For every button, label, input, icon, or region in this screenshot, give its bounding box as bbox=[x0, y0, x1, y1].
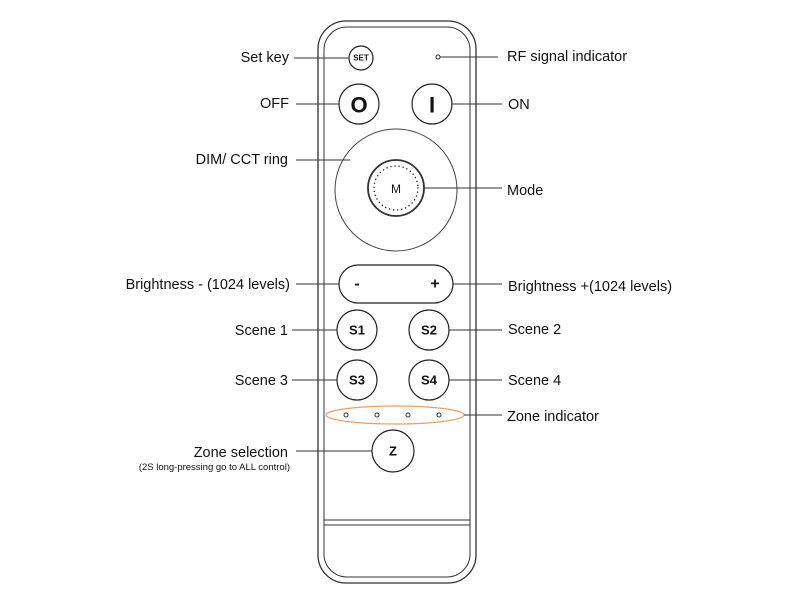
label-on: ON bbox=[508, 97, 530, 113]
label-set-key: Set key bbox=[241, 50, 290, 66]
label-rf-signal: RF signal indicator bbox=[507, 49, 627, 65]
svg-text:SET: SET bbox=[353, 54, 369, 63]
svg-text:Z: Z bbox=[389, 444, 397, 459]
zone-select-button[interactable]: Z bbox=[371, 429, 415, 473]
scene4-button[interactable]: S4 bbox=[408, 359, 450, 401]
on-button[interactable]: I bbox=[411, 83, 453, 125]
off-button[interactable]: O bbox=[338, 83, 380, 125]
zone-led-2 bbox=[374, 412, 380, 418]
svg-text:I: I bbox=[429, 93, 435, 118]
svg-text:S1: S1 bbox=[349, 323, 365, 338]
zone-led-4 bbox=[436, 412, 442, 418]
label-dim-cct: DIM/ CCT ring bbox=[196, 152, 288, 168]
scene2-button[interactable]: S2 bbox=[408, 309, 450, 351]
scene3-button[interactable]: S3 bbox=[336, 359, 378, 401]
svg-text:M: M bbox=[391, 182, 401, 196]
label-scene4: Scene 4 bbox=[508, 373, 561, 389]
svg-text:S3: S3 bbox=[349, 373, 365, 388]
zone-led-1 bbox=[343, 412, 349, 418]
label-zone-selection: Zone selection bbox=[194, 445, 288, 461]
svg-text:S4: S4 bbox=[421, 373, 438, 388]
scene1-button[interactable]: S1 bbox=[336, 309, 378, 351]
set-button[interactable]: SET bbox=[348, 45, 374, 71]
rf-signal-indicator-led bbox=[435, 54, 441, 60]
zone-led-3 bbox=[405, 412, 411, 418]
brightness-rocker[interactable]: - + bbox=[338, 264, 454, 304]
label-off: OFF bbox=[260, 96, 289, 112]
label-brightness-plus: Brightness +(1024 levels) bbox=[508, 279, 672, 295]
brightness-plus-button[interactable]: + bbox=[430, 276, 439, 293]
label-brightness-minus: Brightness - (1024 levels) bbox=[126, 277, 290, 293]
svg-text:O: O bbox=[350, 93, 367, 118]
label-zone-selection-note: (2S long-pressing go to ALL control) bbox=[139, 462, 290, 473]
svg-text:S2: S2 bbox=[421, 323, 437, 338]
mode-button[interactable]: M bbox=[367, 159, 425, 217]
label-zone-indicator: Zone indicator bbox=[507, 409, 599, 425]
label-scene3: Scene 3 bbox=[235, 373, 288, 389]
remote-body-inner bbox=[323, 26, 471, 578]
ring-dots bbox=[373, 165, 419, 211]
label-mode: Mode bbox=[507, 183, 543, 199]
label-scene2: Scene 2 bbox=[508, 322, 561, 338]
brightness-minus-button[interactable]: - bbox=[354, 276, 359, 293]
label-scene1: Scene 1 bbox=[235, 323, 288, 339]
